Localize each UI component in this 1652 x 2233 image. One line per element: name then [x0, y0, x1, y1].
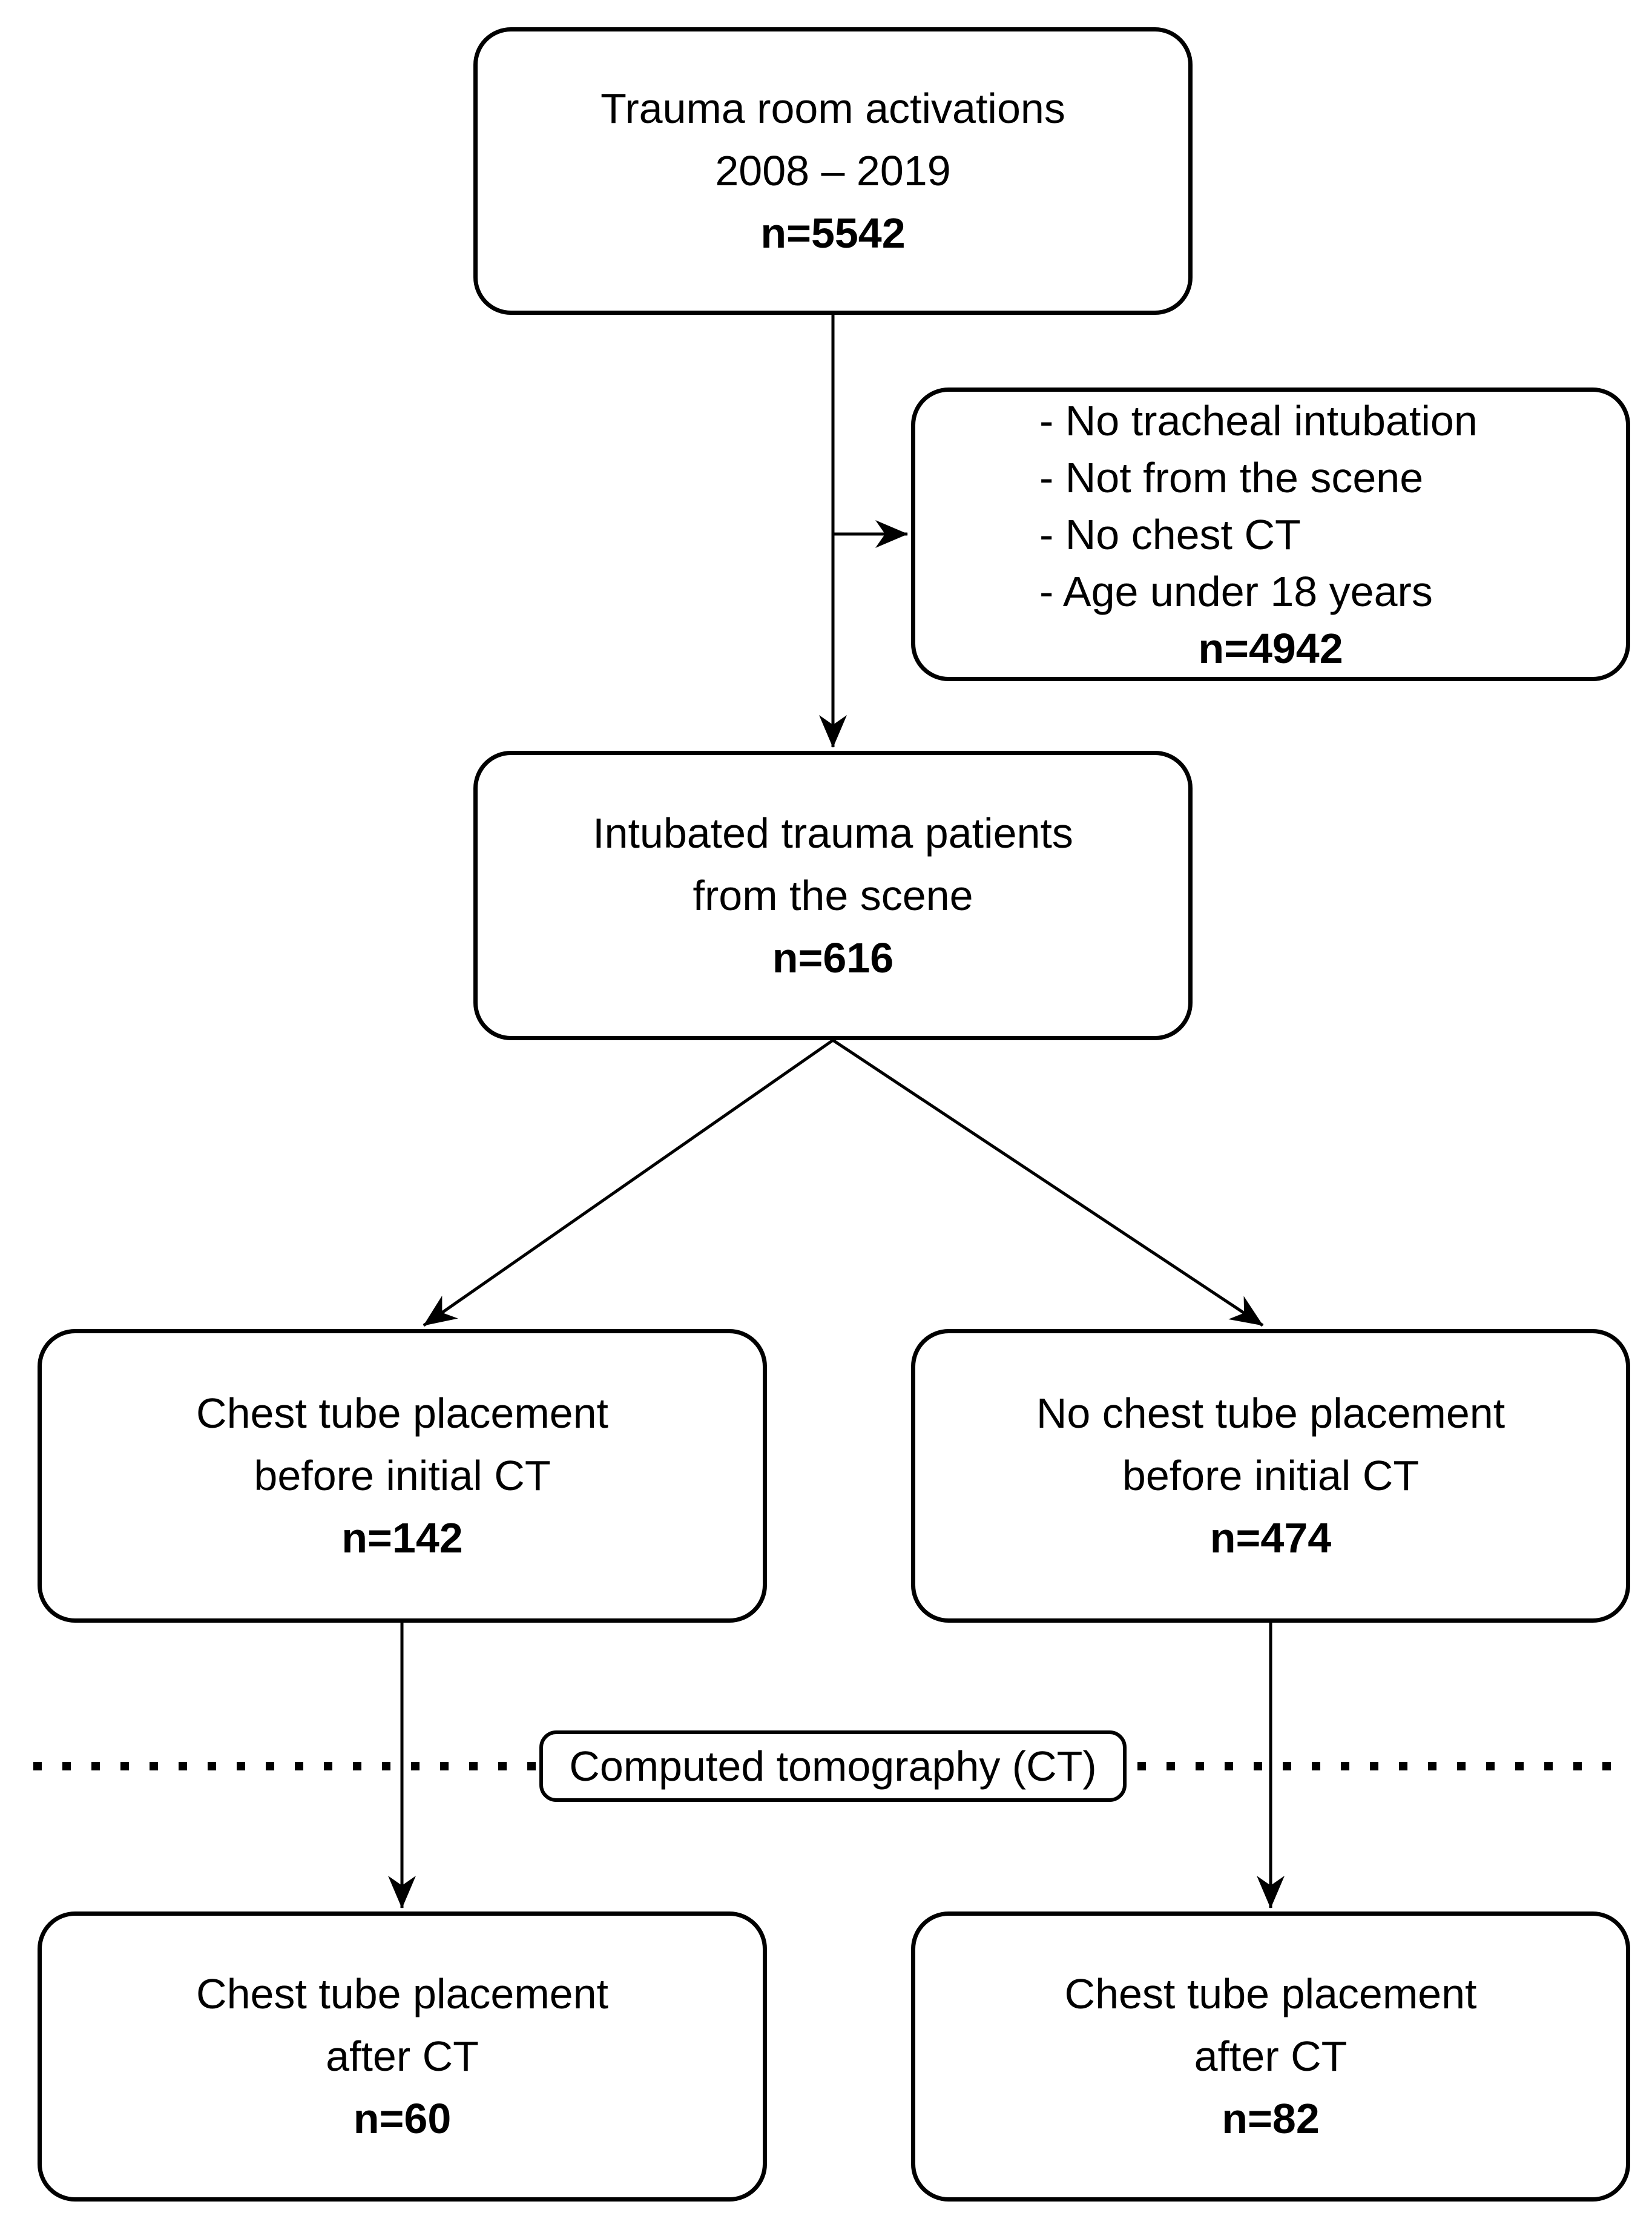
box-line: before initial CT	[1122, 1452, 1420, 1499]
connector-middle-to-branch-right	[832, 1038, 1264, 1327]
box-n-value: n=4942	[1198, 624, 1343, 672]
box-n-value: n=82	[1222, 2095, 1320, 2142]
box-line: Chest tube placement	[196, 1390, 608, 1437]
exclusion-item: - Not from the scene	[1039, 454, 1424, 501]
box-n-value: n=5542	[760, 209, 906, 257]
box-line: from the scene	[693, 871, 973, 919]
box-line: after CT	[326, 2033, 479, 2080]
box-line: before initial CT	[254, 1452, 551, 1499]
box-line: Trauma room activations	[601, 85, 1065, 132]
box-line: No chest tube placement	[1036, 1390, 1506, 1437]
box-exclusion-criteria: - No tracheal intubation - Not from the …	[911, 388, 1630, 681]
box-n-value: n=616	[772, 934, 894, 981]
box-n-value: n=142	[341, 1514, 463, 1562]
box-line: Intubated trauma patients	[593, 809, 1073, 857]
box-n-value: n=60	[353, 2095, 452, 2142]
exclusion-item: - Age under 18 years	[1039, 567, 1433, 615]
box-line: after CT	[1194, 2033, 1348, 2080]
box-intubated-trauma-patients: Intubated trauma patients from the scene…	[473, 751, 1193, 1040]
ct-divider-label-text: Computed tomography (CT)	[569, 1743, 1097, 1790]
box-trauma-room-activations: Trauma room activations 2008 – 2019 n=55…	[473, 27, 1193, 315]
ct-divider-label: Computed tomography (CT)	[539, 1730, 1127, 1802]
exclusion-item: - No tracheal intubation	[1039, 397, 1478, 444]
box-no-chest-tube-before-ct: No chest tube placement before initial C…	[911, 1329, 1630, 1623]
box-chest-tube-before-ct: Chest tube placement before initial CT n…	[38, 1329, 767, 1623]
exclusion-item: - No chest CT	[1039, 510, 1301, 558]
box-chest-tube-after-ct-left: Chest tube placement after CT n=60	[38, 1911, 767, 2202]
box-line: 2008 – 2019	[715, 147, 951, 194]
box-line: Chest tube placement	[196, 1970, 608, 2017]
box-chest-tube-after-ct-right: Chest tube placement after CT n=82	[911, 1911, 1630, 2202]
connector-middle-to-branch-left	[423, 1038, 834, 1327]
box-line: Chest tube placement	[1064, 1970, 1477, 2017]
box-n-value: n=474	[1209, 1514, 1332, 1562]
